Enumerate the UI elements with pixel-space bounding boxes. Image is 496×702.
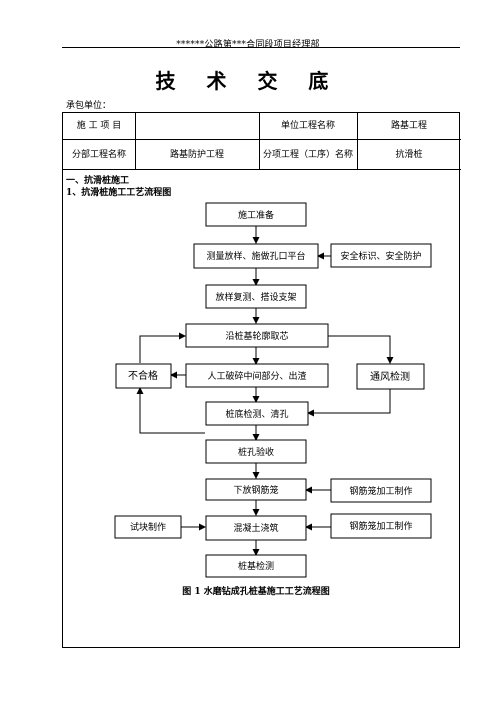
- node-unqualified-box: [115, 363, 172, 389]
- arrow-bottom-unqualified: [136, 387, 205, 434]
- node-unqualified: 不合格: [128, 369, 158, 382]
- division-label: 分部工程名称: [71, 149, 126, 160]
- arrow-ventilation-bottom: [307, 388, 391, 417]
- flow-arrows: [136, 226, 394, 556]
- node-prep: 施工准备: [238, 209, 274, 221]
- node-recheck: 放样复测、搭设支架: [215, 291, 296, 303]
- handover-form: 施 工 项 目 单位工程名称 路基工程 分部工程名称 路基防护工程 分项工程（工…: [62, 112, 461, 648]
- node-safety-box: [330, 243, 432, 268]
- node-safety: 安全标识、安全防护: [340, 250, 421, 262]
- node-cage-make-2-box: [330, 513, 432, 539]
- node-cage-lower-box: [205, 478, 307, 501]
- document-title: 技 术 交 底: [155, 69, 341, 93]
- node-bottom-check-box: [205, 401, 309, 426]
- table-col-divider: [259, 113, 260, 169]
- construction-item-label: 施 工 项 目: [76, 121, 122, 131]
- node-excavate: 沿桩基轮廓取芯: [225, 330, 288, 342]
- node-cage-lower: 下放钢筋笼: [233, 484, 278, 496]
- node-hole-accept-box: [205, 439, 307, 464]
- node-hole-accept: 桩孔验收: [238, 446, 274, 458]
- subitem-label: 分项工程（工序）名称: [263, 149, 354, 160]
- node-cage-make-1: 钢筋笼加工制作: [349, 485, 412, 497]
- node-pour: 混凝土浇筑: [233, 522, 278, 534]
- subitem-value: 抗滑桩: [395, 149, 423, 160]
- header-divider: [62, 47, 460, 48]
- arrow-excavate-ventilation: [328, 335, 394, 364]
- section-heading-1: 一、抗滑桩施工: [66, 176, 130, 186]
- node-pile-check-box: [205, 554, 307, 578]
- division-value: 路基防护工程: [169, 149, 224, 160]
- unit-project-label: 单位工程名称: [280, 121, 335, 131]
- page-header: ******公路第***合同段项目经理部: [176, 40, 320, 50]
- node-test-block-box: [114, 515, 182, 539]
- node-pile-check: 桩基检测: [238, 560, 274, 572]
- node-prep-box: [205, 202, 307, 227]
- node-test-block: 试块制作: [130, 521, 166, 533]
- node-pour-box: [205, 515, 307, 541]
- node-cage-make-2: 钢筋笼加工制作: [349, 520, 412, 532]
- table-row-divider: [63, 139, 461, 140]
- node-crush-box: [185, 363, 329, 388]
- section-heading-2: 1、抗滑桩施工工艺流程图: [66, 188, 172, 198]
- contractor-label: 承包单位：: [66, 101, 112, 111]
- arrow-unqualified-excavate: [139, 332, 186, 363]
- table-col-divider: [135, 113, 136, 169]
- node-crush: 人工破碎中间部分、出渣: [207, 370, 306, 382]
- node-cage-make-1-box: [330, 478, 432, 503]
- node-ventilation-box: [356, 363, 425, 390]
- node-excavate-box: [185, 323, 329, 348]
- flowchart-caption: 图 1 水磨钻成孔桩基施工工艺流程图: [182, 585, 330, 597]
- node-survey-box: [193, 243, 319, 269]
- node-recheck-box: [205, 284, 307, 309]
- node-ventilation: 通风检测: [370, 370, 410, 383]
- unit-project-value: 路基工程: [390, 121, 427, 131]
- node-survey: 测量放样、施做孔口平台: [206, 250, 305, 262]
- node-bottom-check: 桩底检测、清孔: [225, 408, 288, 420]
- table-row-divider: [63, 169, 461, 170]
- table-col-divider: [357, 113, 358, 169]
